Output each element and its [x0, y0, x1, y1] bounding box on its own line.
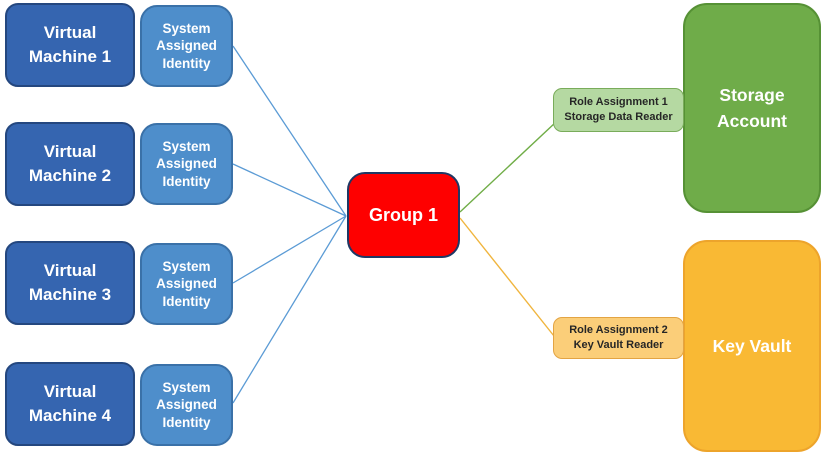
system-assigned-identity-2-label: System Assigned Identity — [156, 138, 217, 189]
connector-identity2-group — [232, 163, 347, 217]
system-assigned-identity-4-label: System Assigned Identity — [156, 379, 217, 430]
system-assigned-identity-2-box: System Assigned Identity — [140, 123, 233, 205]
group-1-box: Group 1 — [347, 172, 460, 258]
key-vault-box: Key Vault — [683, 240, 821, 452]
system-assigned-identity-4-box: System Assigned Identity — [140, 364, 233, 446]
virtual-machine-1-box: Virtual Machine 1 — [5, 3, 135, 87]
connector-group-storage-assignment — [459, 121, 557, 213]
system-assigned-identity-3-box: System Assigned Identity — [140, 243, 233, 325]
virtual-machine-3-label: Virtual Machine 3 — [28, 261, 112, 304]
role-assignment-2-role: Key Vault Reader — [573, 339, 664, 351]
key-vault-label: Key Vault — [712, 335, 792, 356]
virtual-machine-2-box: Virtual Machine 2 — [5, 122, 135, 206]
connector-group-keyvault-assignment — [459, 217, 555, 337]
group-1-label: Group 1 — [368, 204, 438, 225]
system-assigned-identity-3-label: System Assigned Identity — [156, 258, 217, 309]
connector-identity4-group — [232, 215, 347, 404]
connector-identity3-group — [232, 215, 347, 284]
storage-account-box: Storage Account — [683, 3, 821, 213]
virtual-machine-4-box: Virtual Machine 4 — [5, 362, 135, 446]
virtual-machine-2-label: Virtual Machine 2 — [28, 142, 112, 185]
system-assigned-identity-1-label: System Assigned Identity — [156, 20, 217, 71]
role-assignment-2-title: Role Assignment 2 — [569, 323, 668, 336]
system-assigned-identity-1-box: System Assigned Identity — [140, 5, 233, 87]
role-assignment-2-box: Role Assignment 2 Key Vault Reader — [553, 317, 684, 359]
virtual-machine-1-label: Virtual Machine 1 — [28, 23, 112, 66]
role-assignment-1-role: Storage Data Reader — [564, 111, 673, 123]
storage-account-label: Storage Account — [717, 84, 787, 131]
connector-identity1-group — [232, 45, 347, 217]
role-assignment-1-title: Role Assignment 1 — [569, 95, 668, 108]
role-assignment-1-box: Role Assignment 1 Storage Data Reader — [553, 88, 684, 132]
virtual-machine-4-label: Virtual Machine 4 — [28, 382, 112, 425]
virtual-machine-3-box: Virtual Machine 3 — [5, 241, 135, 325]
